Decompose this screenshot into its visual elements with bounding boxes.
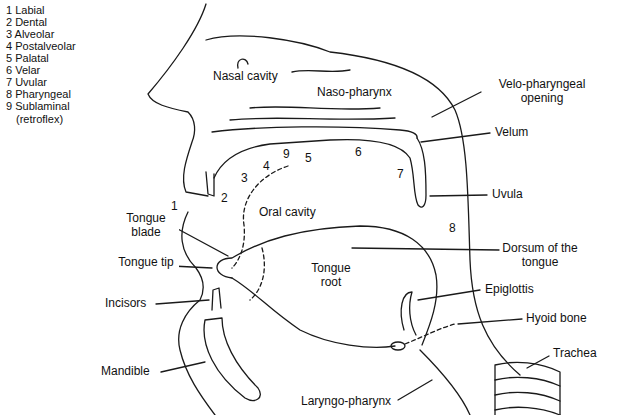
part-label: Trachea [552, 347, 598, 361]
part-label: Hyoid bone [525, 312, 588, 326]
leader-line [430, 195, 487, 196]
nasal-turbinate [230, 118, 395, 120]
callout-number: 4 [262, 160, 271, 174]
part-label: Nasal cavity [212, 70, 279, 84]
callout-number: 5 [304, 152, 313, 166]
key-entry: 9 Sublaminal (retroflex) [6, 100, 109, 125]
part-label: Oral cavity [258, 206, 317, 220]
key-entry: 2 Dental [6, 16, 48, 29]
hyoid-outline [405, 324, 455, 344]
leader-line [527, 356, 549, 368]
key-entry: 8 Pharyngeal [6, 88, 72, 101]
part-label: Incisors [104, 297, 147, 311]
key-entry: 3 Alveolar [6, 28, 55, 41]
callout-number: 7 [396, 168, 405, 182]
nasal-turbinate [250, 107, 380, 109]
part-label: Epiglottis [484, 283, 535, 297]
callout-number: 3 [240, 172, 249, 186]
key-entry: 4 Postalveolar [6, 40, 77, 53]
part-label: Mandible [100, 365, 151, 379]
leader-line [432, 92, 481, 117]
leader-line [161, 362, 205, 372]
part-label: Naso-pharynx [316, 86, 393, 100]
part-label: Tongue root [300, 262, 362, 290]
hyoid-bone [391, 342, 405, 350]
nostril [238, 59, 248, 68]
leader-line [156, 300, 209, 304]
leader-line [421, 133, 490, 142]
skull-base [206, 36, 520, 375]
leader-line [418, 290, 480, 300]
callout-number: 6 [354, 146, 363, 160]
tongue [217, 226, 437, 345]
leader-line [176, 228, 228, 256]
lower-incisor [212, 288, 221, 310]
callout-number: 9 [282, 148, 291, 162]
key-entry: 1 Labial [6, 4, 46, 17]
face-profile [148, 4, 208, 196]
key-entry: 7 Uvular [6, 76, 48, 89]
leader-line [352, 248, 499, 250]
part-label: Velo-pharyngeal opening [484, 78, 600, 106]
trachea-ring [495, 377, 560, 415]
key-entry: 5 Palatal [6, 52, 50, 65]
palate-velum-uvula [214, 138, 426, 207]
trachea-tube [495, 362, 560, 415]
upper-incisor [206, 172, 214, 196]
part-label: Dorsum of the tongue [501, 242, 579, 270]
callout-number: 2 [220, 192, 229, 206]
leader-line [458, 319, 522, 324]
part-label: Laryngo-pharynx [300, 395, 392, 409]
leader-line [398, 380, 432, 400]
nasal-floor [212, 127, 417, 138]
part-label: Tongue blade [113, 212, 179, 240]
key-entry: 6 Velar [6, 64, 41, 77]
part-label: Uvula [491, 188, 524, 202]
chin-profile [179, 212, 215, 415]
epiglottis [401, 292, 416, 335]
mandible-bone [204, 318, 260, 400]
part-label: Tongue tip [113, 256, 179, 270]
callout-number: 8 [448, 222, 457, 236]
tongue-root-outline [250, 248, 264, 300]
part-label: Velum [494, 126, 529, 140]
nasal-turbinate [292, 70, 350, 72]
